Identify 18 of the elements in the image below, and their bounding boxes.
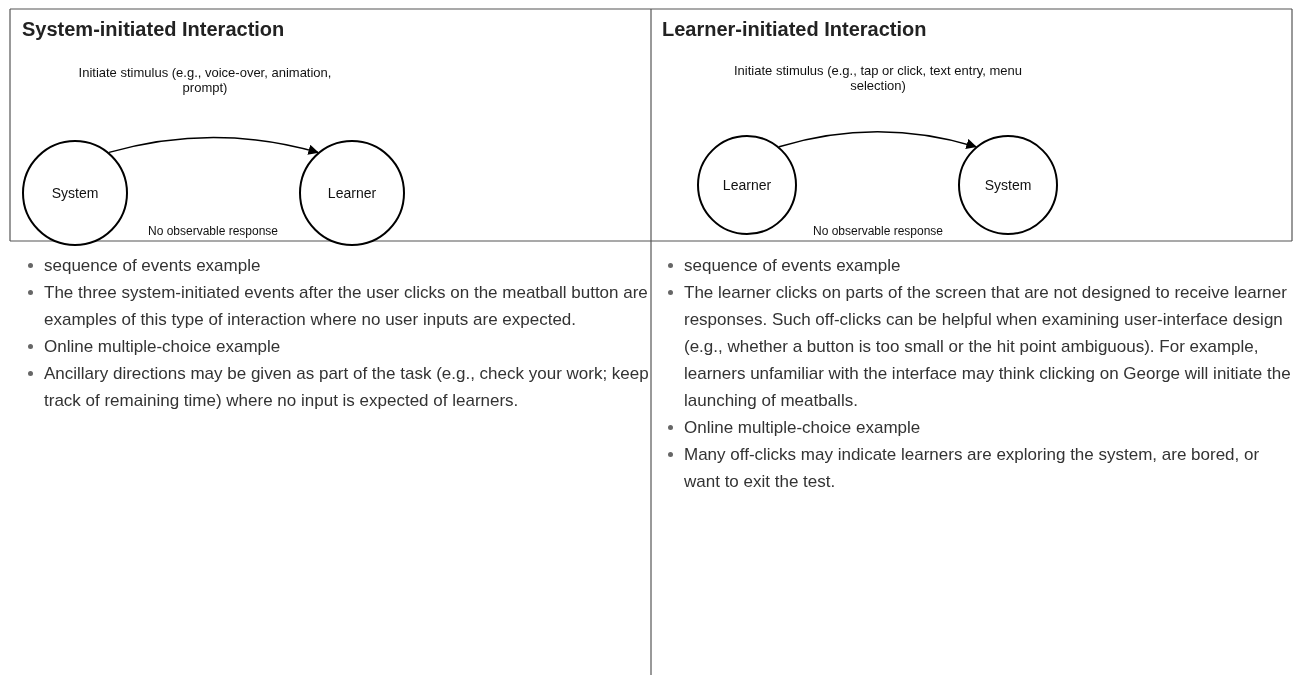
bullet-item: Ancillary directions may be given as part of the task (e.g., check your work; keep track of remaining time) where no input is expected of learners.: [44, 364, 649, 410]
bullet-item: sequence of events example: [684, 256, 901, 275]
response-note: No observable response: [812, 224, 944, 238]
bullet-item: sequence of events example: [44, 256, 261, 275]
bullet-item: Online multiple-choice example: [44, 337, 281, 356]
circle-node: System: [22, 140, 128, 246]
bullet-item: Many off-clicks may indicate learners are exploring the system, are bored, or want to exit the test.: [684, 445, 1260, 491]
bullet-item: The learner clicks on parts of the screen that are not designed to receive learner responses. Such off-clicks can be helpful when examining user-interface design (e.g., whether a button is too small or the hit point ambiguous). For example, learners unfamiliar with the interface may think clicking on George will initiate the launching of meatballs.: [684, 283, 1291, 410]
circle-node: Learner: [697, 135, 797, 235]
column-heading: System-initiated Interaction: [22, 18, 285, 41]
circle-node: Learner: [299, 140, 405, 246]
curved-arrow: [778, 130, 977, 150]
curved-arrow: [108, 136, 319, 156]
circle-node: System: [958, 135, 1058, 235]
response-note: No observable response: [147, 224, 279, 238]
column-heading: Learner-initiated Interaction: [662, 18, 927, 41]
bullet-item: The three system-initiated events after the user clicks on the meatball button are examples of this type of interaction where no user inputs are expected.: [44, 283, 648, 329]
bullet-item: Online multiple-choice example: [684, 418, 921, 437]
